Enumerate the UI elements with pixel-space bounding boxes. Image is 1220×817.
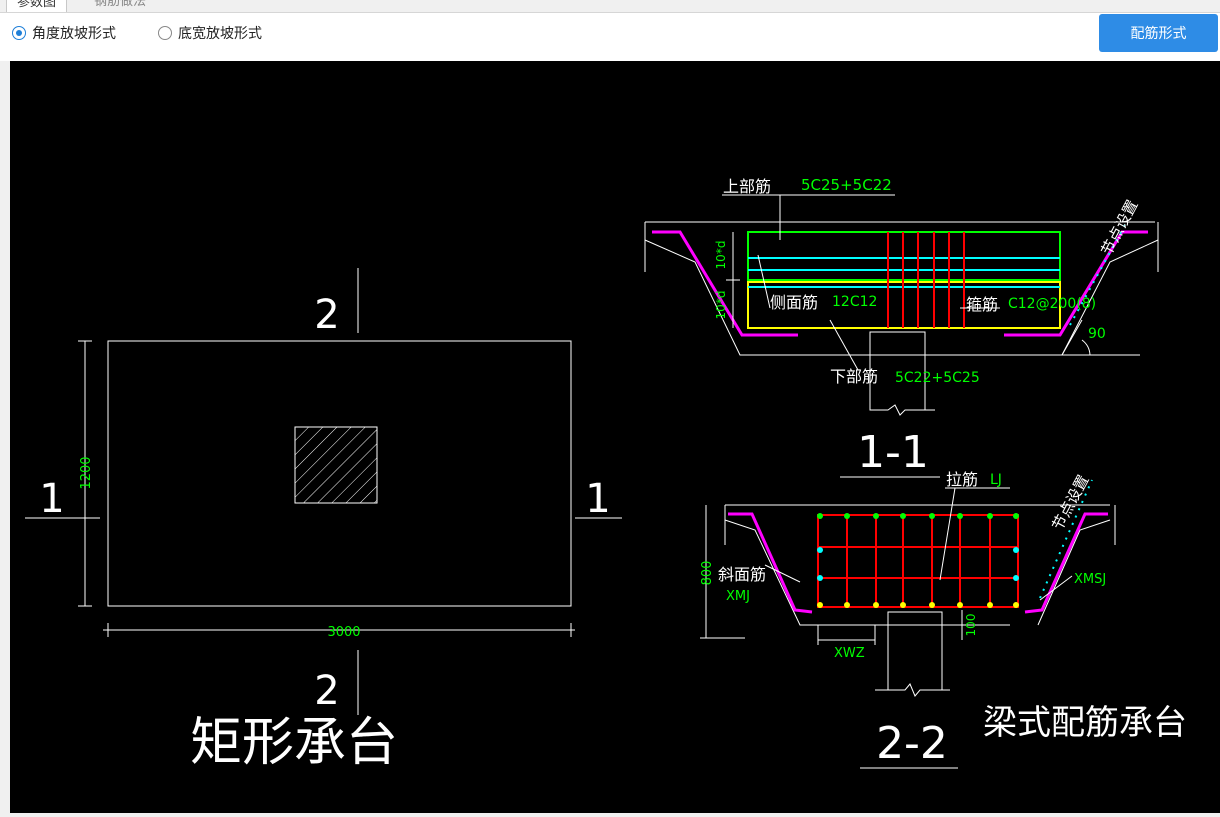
stirrup-label: 箍筋 — [966, 295, 998, 314]
dim-10d-a: 10*d — [714, 241, 728, 270]
angle-slope-label: 角度放坡形式 — [32, 26, 116, 42]
width-slope-radio[interactable]: 底宽放坡形式 — [158, 23, 262, 43]
cad-drawing: 1200 3000 2 2 1 1 矩形承台 — [25, 176, 1187, 773]
tab-parameter-diagram[interactable]: 参数图 — [6, 0, 68, 12]
angle-value: 90 — [1088, 326, 1106, 342]
dim-100: 100 — [964, 614, 978, 637]
slant-bar-label: 斜面筋 — [718, 565, 766, 584]
slant-bar-value: XMJ — [726, 589, 750, 604]
stirrup-value: C12@200(8) — [1008, 296, 1096, 312]
tie-label: 拉筋 — [946, 470, 978, 489]
dim-width: 3000 — [327, 625, 360, 640]
bottom-bar-value: 5C22+5C25 — [895, 370, 980, 386]
toolbar: 角度放坡形式 底宽放坡形式 配筋形式 — [0, 12, 1220, 61]
rect-cap-title: 矩形承台 — [190, 713, 398, 773]
dim-10d-b: 10*d — [714, 291, 728, 320]
drawing-canvas: 1200 3000 2 2 1 1 矩形承台 — [10, 61, 1220, 813]
tab-bar: 参数图 钢筋做法 — [0, 0, 1220, 12]
section-1-1-title: 1-1 — [857, 427, 929, 478]
left-edge — [0, 61, 10, 813]
top-bar-value: 5C25+5C22 — [801, 176, 892, 194]
radio-checked-icon — [12, 26, 26, 40]
node-setting-1: 节点设置 — [1098, 197, 1142, 258]
cap-outline — [107, 340, 572, 607]
side-bar-label: 侧面筋 — [770, 293, 818, 312]
rebar-form-button[interactable]: 配筋形式 — [1099, 14, 1218, 52]
section-mark-1-right: 1 — [585, 476, 610, 522]
top-bar-label: 上部筋 — [723, 177, 771, 196]
node-setting-2: 节点设置 — [1049, 472, 1093, 533]
section-mark-2-bottom: 2 — [314, 668, 339, 714]
side-bar-value: 12C12 — [832, 294, 877, 310]
section-mark-2-top: 2 — [314, 292, 339, 338]
dim-height: 1200 — [79, 456, 94, 489]
radio-unchecked-icon — [158, 26, 172, 40]
column-hatch — [294, 426, 378, 504]
tab-rebar-method[interactable]: 钢筋做法 — [94, 0, 147, 9]
section-2-2-title: 2-2 — [876, 718, 948, 769]
section-2-2 — [700, 479, 1116, 769]
rect-cap-plan — [25, 268, 622, 715]
dim-800: 800 — [700, 561, 715, 586]
width-slope-label: 底宽放坡形式 — [178, 26, 262, 42]
tie-value: LJ — [990, 472, 1002, 488]
beam-cap-caption: 梁式配筋承台 — [983, 703, 1187, 743]
section-mark-1-left: 1 — [39, 476, 64, 522]
section-1-1 — [644, 194, 1159, 478]
xmsj-label: XMSJ — [1074, 572, 1106, 587]
xwz-label: XWZ — [834, 646, 865, 661]
cage-bar-dots — [817, 513, 1019, 608]
angle-slope-radio[interactable]: 角度放坡形式 — [12, 23, 116, 43]
bottom-bar-label: 下部筋 — [830, 367, 878, 386]
